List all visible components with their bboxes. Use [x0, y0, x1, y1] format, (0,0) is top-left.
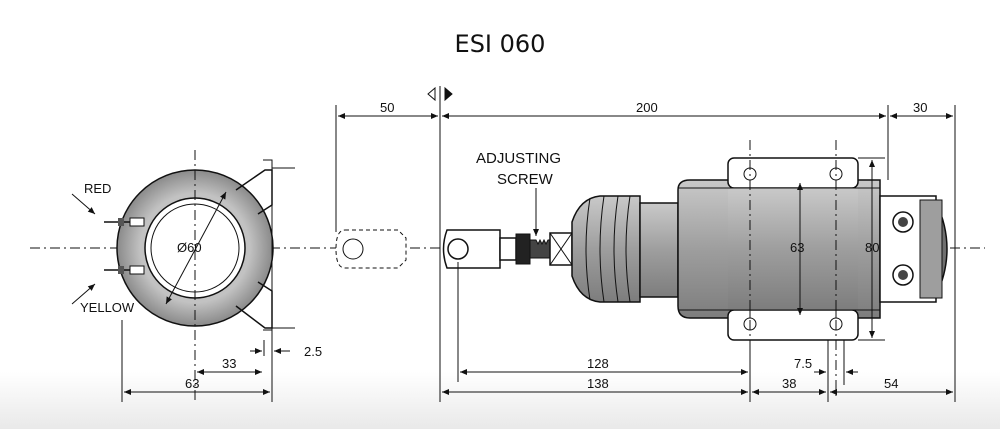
label-yellow: YELLOW	[80, 300, 135, 315]
dim-33: 33	[222, 356, 236, 371]
bottom-shade	[0, 372, 1000, 429]
red-leader	[71, 193, 96, 215]
rubber-bellows	[571, 195, 679, 303]
yellow-leader	[71, 283, 96, 305]
bracket-edge	[263, 159, 273, 331]
adjusting-screw	[515, 232, 573, 266]
dim-200: 200	[636, 100, 658, 115]
dim-54: 54	[884, 376, 898, 391]
eyelet-extended	[335, 229, 407, 269]
plunger-eyelet	[442, 229, 517, 269]
dim-2-5: 2.5	[304, 344, 322, 359]
label-red: RED	[84, 181, 111, 196]
dim-7-5: 7.5	[794, 356, 812, 371]
front-view: RED YELLOW Ø60	[71, 150, 295, 400]
dim-128: 128	[587, 356, 609, 371]
label-diameter: Ø60	[177, 240, 202, 255]
dim-50: 50	[380, 100, 394, 115]
stroke-direction-icon	[427, 86, 453, 102]
dim-30: 30	[913, 100, 927, 115]
diameter-arrow	[165, 191, 227, 305]
front-dimensions: 63 33 2.5	[121, 320, 322, 402]
label-screw: SCREW	[497, 171, 554, 188]
dim-38: 38	[782, 376, 796, 391]
wire-terminal-yellow	[104, 265, 145, 275]
dim-63-front: 63	[185, 376, 199, 391]
wire-terminal-red	[104, 217, 145, 227]
side-dimensions: 50 200 30 63 80 128	[335, 86, 956, 402]
dim-138: 138	[587, 376, 609, 391]
side-view: ADJUSTING SCREW	[335, 140, 948, 400]
dim-80: 80	[865, 240, 879, 255]
solenoid-body	[677, 157, 948, 341]
dim-63-body: 63	[790, 240, 804, 255]
drawing-title: ESI 060	[454, 30, 546, 58]
label-adjusting: ADJUSTING	[476, 150, 561, 167]
